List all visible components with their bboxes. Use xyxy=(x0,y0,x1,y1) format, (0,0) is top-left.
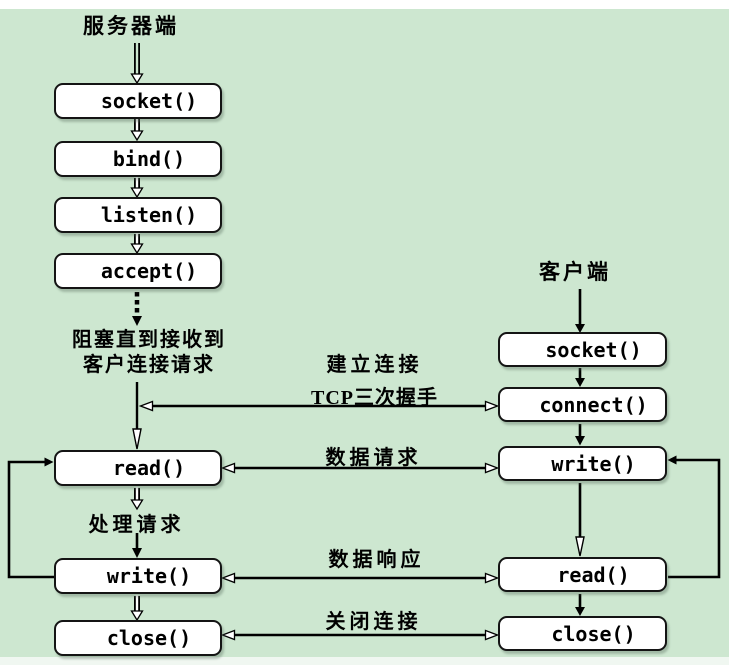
client-title: 客户端 xyxy=(539,260,611,284)
loop-server-write-to-read xyxy=(7,457,55,579)
data-request-label: 数据请求 xyxy=(325,447,422,469)
client-box-read: read() xyxy=(498,557,667,592)
block-wait-label: 阻塞直到接收到 客户连接请求 xyxy=(49,328,249,378)
arrow-block-label-to-read xyxy=(132,382,142,450)
arrow-process-label-to-write xyxy=(132,533,142,558)
arrow-close-connection xyxy=(220,629,500,641)
arrow-connect-to-write xyxy=(575,424,585,446)
arrow-client-read-to-close xyxy=(575,594,585,616)
loop-client-read-to-write xyxy=(667,455,721,579)
server-box-accept: accept() xyxy=(54,253,222,289)
arrow-socket-to-connect xyxy=(575,368,585,387)
arrow-server-title-to-socket xyxy=(130,42,144,85)
arrow-data-request xyxy=(220,462,500,474)
tcp-handshake-label: TCP三次握手 xyxy=(311,387,438,409)
bottom-margin xyxy=(0,657,729,665)
arrow-server-write-to-close xyxy=(130,595,144,622)
arrow-read-to-process-label xyxy=(130,487,144,511)
client-box-socket: socket() xyxy=(498,332,667,367)
block-wait-line2: 客户连接请求 xyxy=(83,354,215,376)
server-box-socket: socket() xyxy=(54,83,222,119)
arrow-bind-to-listen xyxy=(130,177,144,199)
close-connection-label: 关闭连接 xyxy=(325,611,422,633)
server-box-read: read() xyxy=(54,450,222,486)
server-title: 服务器端 xyxy=(83,14,179,38)
client-box-write: write() xyxy=(498,446,667,481)
arrow-client-title-to-socket xyxy=(575,289,585,333)
block-wait-line1: 阻塞直到接收到 xyxy=(72,329,226,351)
client-box-connect: connect() xyxy=(498,387,667,422)
arrow-accept-to-block-label-dotted xyxy=(132,292,142,326)
data-response-label: 数据响应 xyxy=(328,549,425,571)
server-box-listen: listen() xyxy=(54,197,222,233)
server-box-bind: bind() xyxy=(54,141,222,177)
server-box-write: write() xyxy=(54,558,222,594)
client-box-close: close() xyxy=(498,616,667,651)
arrow-listen-to-accept xyxy=(130,233,144,255)
arrow-handshake xyxy=(138,400,500,412)
process-request-label: 处理请求 xyxy=(88,514,185,536)
establish-connection-label: 建立连接 xyxy=(326,354,423,376)
arrow-client-write-to-read xyxy=(575,483,585,557)
server-box-close: close() xyxy=(54,620,222,656)
arrow-data-response xyxy=(220,572,500,584)
arrow-socket-to-bind xyxy=(130,118,144,142)
